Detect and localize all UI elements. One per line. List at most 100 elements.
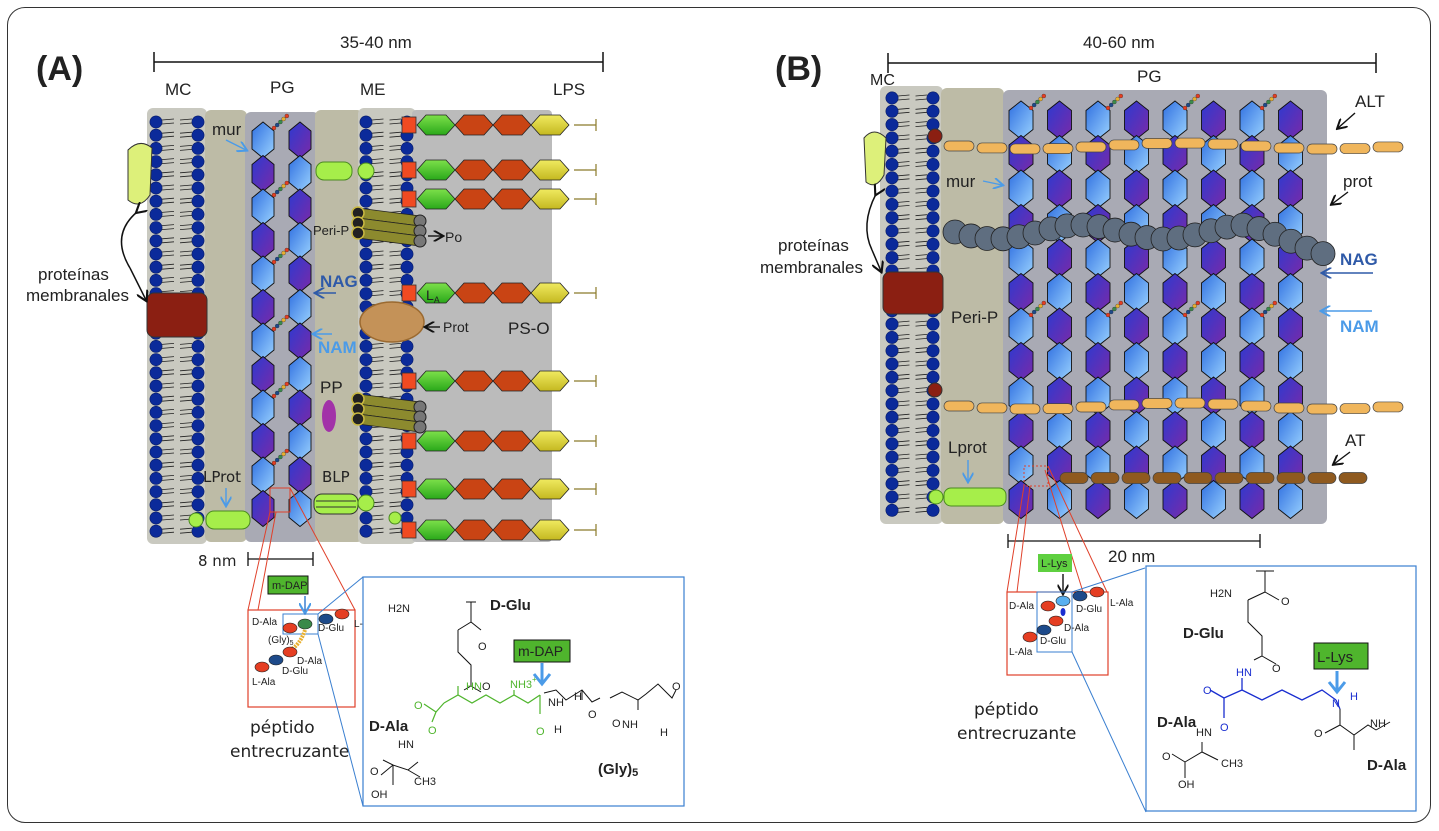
peptide-residue	[275, 189, 280, 195]
pso-label-a: PS-O	[508, 319, 550, 338]
lipid-tail	[897, 240, 928, 247]
lipid-head	[885, 344, 899, 358]
chem-b-h: H	[1350, 691, 1358, 703]
peptide-residue	[278, 320, 283, 326]
lipid-head	[191, 353, 205, 366]
peptide-residue	[1109, 309, 1114, 315]
peptide-residue	[1266, 306, 1271, 312]
chem-b-o4: O	[1220, 722, 1229, 734]
o-antigen-tail	[574, 119, 597, 131]
lipid-head	[359, 260, 373, 274]
lipid-head	[400, 353, 414, 366]
lipid-tail	[897, 187, 928, 194]
lipid-head	[191, 419, 205, 432]
teichoic-acid-b	[1059, 472, 1368, 484]
lipid-tail	[371, 250, 402, 257]
lipid-anchor-b	[928, 489, 944, 505]
peptide-residue	[284, 381, 289, 387]
nam-sugar	[1201, 479, 1226, 520]
lipid-tail	[371, 448, 402, 455]
chem-b-nh: NH	[1370, 718, 1386, 730]
chem-b-oh: OH	[1178, 779, 1195, 791]
alt-bead	[1141, 398, 1173, 409]
peptide-residue	[271, 460, 277, 466]
o-antigen-yellow	[530, 519, 570, 541]
lipid-head	[191, 273, 205, 287]
lipid-tail	[897, 107, 928, 114]
nag-label-b: NAG	[1340, 250, 1378, 269]
scale-bar-top-a	[153, 52, 604, 72]
peptide-residue	[281, 317, 286, 323]
chem-structure-box-a	[362, 576, 685, 807]
peptide-residue	[284, 448, 289, 454]
lipid-tail	[897, 360, 928, 367]
membrane-protein-red-a	[146, 292, 208, 338]
lipid-tail	[161, 475, 193, 481]
lipid-tail	[161, 277, 193, 283]
at-arrow	[1334, 451, 1351, 464]
lipid-tail	[371, 145, 402, 151]
lipid-head	[191, 379, 205, 393]
periplasm-b	[941, 88, 1004, 524]
lipid-head	[885, 237, 899, 251]
residue-d-glu-2-b: D-Glu	[1040, 636, 1066, 647]
lipid-tail	[371, 435, 402, 442]
lipid-head	[359, 379, 373, 393]
peptide-residue	[1035, 99, 1040, 105]
lipid-head	[191, 247, 205, 261]
lipid-head	[400, 141, 414, 155]
lipid-head	[359, 128, 373, 142]
mur-label-a: mur	[212, 120, 242, 139]
crosslink-label-a-1: péptido	[250, 718, 315, 738]
lipid-tail	[161, 171, 193, 178]
lipid-head	[885, 397, 899, 411]
lipid-head	[885, 118, 899, 132]
peptide-residue	[1186, 309, 1191, 315]
lipid-head	[191, 234, 205, 248]
lipid-a-anchor	[401, 372, 417, 390]
chem-b-h2n: H2N	[1210, 588, 1232, 600]
layer-pg-label: PG	[270, 78, 295, 97]
lipid-tail	[161, 501, 193, 508]
peptide-residue	[271, 393, 277, 399]
lipid-a-anchor	[401, 190, 417, 208]
lipid-head	[885, 450, 899, 464]
lipid-tail	[161, 382, 193, 389]
lipid-head	[149, 273, 163, 287]
lipid-tail	[897, 413, 928, 420]
o-antigen-tail	[574, 287, 597, 299]
alt-bead	[1372, 401, 1404, 413]
lipid-tail	[897, 94, 928, 101]
lipid-tail	[161, 250, 193, 257]
alt-bead	[1207, 138, 1239, 150]
residue-l-ala-2-a: L-Ala	[252, 677, 276, 688]
lipid-tail	[897, 334, 928, 340]
lipid-tail	[897, 440, 928, 447]
peptide-residue	[1112, 306, 1117, 312]
chem-b-hn2: HN	[1196, 727, 1212, 739]
lipid-tail	[371, 263, 402, 270]
peptide-residue	[1028, 312, 1034, 318]
scale-b-label: 40-60 nm	[1083, 33, 1155, 52]
lipid-head	[885, 437, 899, 451]
lipid-tail	[897, 201, 928, 207]
peptide-residue	[278, 186, 283, 192]
o-antigen-yellow	[530, 282, 570, 304]
lipoprotein-b	[943, 487, 1007, 507]
lipid-tail	[371, 343, 402, 349]
membrane-proteins-arrows-a	[120, 212, 146, 300]
lipid-head	[885, 410, 899, 424]
peptide-residue	[271, 259, 277, 265]
peptide-residue	[1192, 96, 1197, 102]
lipid-tail	[897, 387, 928, 393]
alt-bead	[976, 402, 1008, 414]
lipid-head	[149, 221, 163, 234]
figure-frame	[7, 7, 1431, 823]
prot-label-b: prot	[1343, 172, 1373, 191]
o-antigen-tail	[574, 375, 597, 387]
at-bead	[1276, 472, 1306, 484]
lipoteichoic-acid-mid-b	[927, 382, 1404, 415]
po-label-a: Po	[445, 229, 462, 245]
porin-end	[413, 420, 427, 434]
